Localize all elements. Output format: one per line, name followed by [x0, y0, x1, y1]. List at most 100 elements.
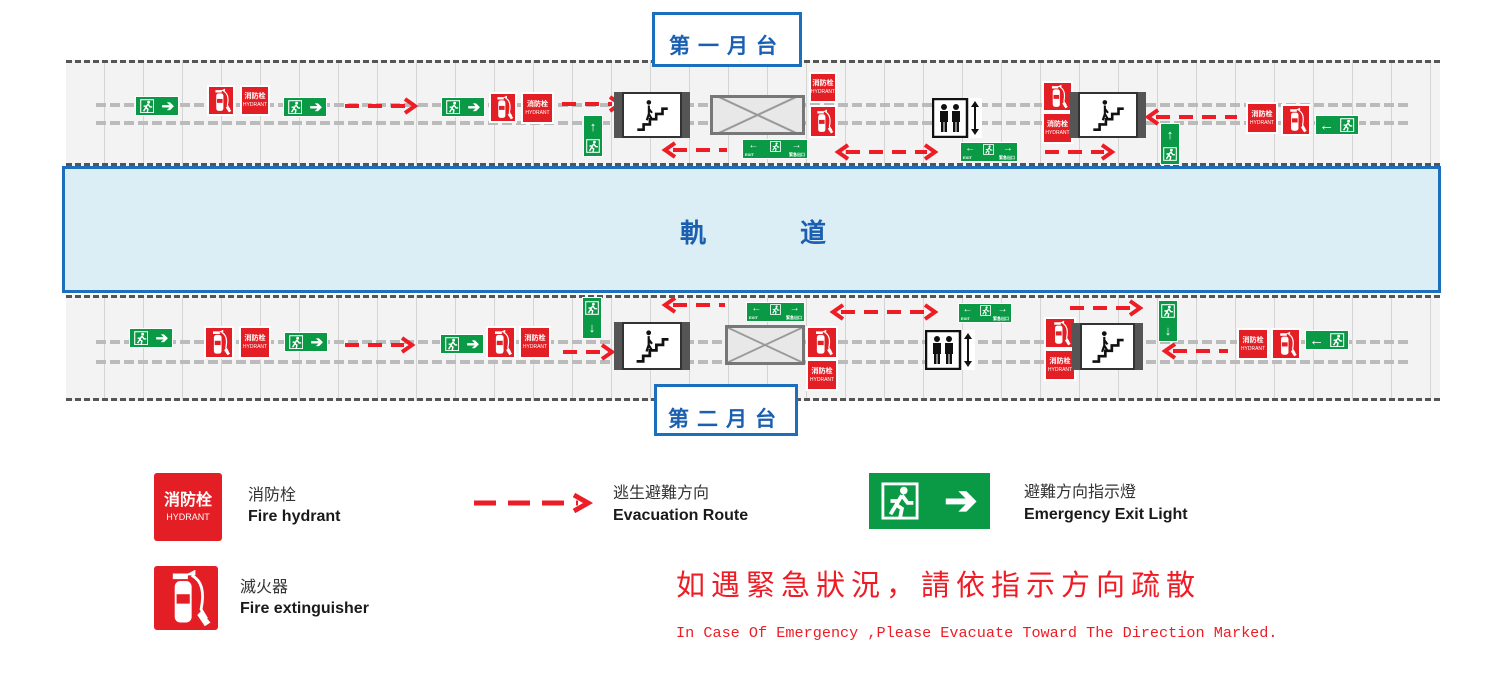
fire-extinguisher-icon: [1271, 328, 1301, 360]
exit-sign-up-icon: ↑: [1160, 123, 1180, 165]
elevator-icon: [925, 330, 975, 370]
evacuation-route-arrow: [661, 141, 727, 159]
hydrant-zh: 消防栓: [244, 93, 266, 100]
hydrant-en: HYDRANT: [242, 102, 268, 108]
exit-text: EXIT: [963, 155, 972, 160]
stairs-icon: [1078, 92, 1138, 138]
hydrant-en: HYDRANT: [522, 344, 548, 350]
stairs-icon: [1080, 323, 1135, 370]
running-man-icon: [881, 482, 919, 520]
exit-text-zh: 緊急出口: [789, 152, 805, 157]
exit-text-zh: 緊急出口: [993, 316, 1009, 321]
stairs-icon: [622, 92, 682, 138]
legend-exit-light-zh: 避難方向指示燈: [1024, 482, 1137, 501]
fire-extinguisher-icon: [1044, 317, 1076, 349]
hydrant-zh: 消防栓: [1049, 357, 1071, 365]
escalator-icon: [710, 95, 805, 135]
fire-hydrant-icon: 消防栓 HYDRANT: [240, 85, 270, 116]
platform-1-label: 第一月台: [652, 12, 802, 67]
legend-extinguisher-icon: [154, 566, 218, 630]
exit-text-zh: 緊急出口: [999, 155, 1015, 160]
notice-chinese: 如遇緊急狀況，請依指示方向疏散: [676, 568, 1202, 602]
legend-hydrant-icon-zh: 消防栓: [163, 492, 212, 509]
notice-english: In Case Of Emergency ,Please Evacuate To…: [676, 624, 1278, 642]
legend-hydrant-en: Fire hydrant: [248, 508, 341, 525]
hydrant-zh: 消防栓: [812, 80, 834, 87]
escalator-icon: [725, 325, 805, 365]
legend-exit-light-icon: ➔: [869, 473, 990, 529]
hydrant-zh: 消防栓: [524, 335, 546, 342]
evacuation-route-arrow: [1144, 108, 1237, 126]
stairs-icon: [622, 322, 682, 370]
legend-route-en: Evacuation Route: [613, 507, 749, 524]
track-label-1: 軌: [680, 219, 707, 249]
hydrant-en: HYDRANT: [242, 344, 268, 350]
exit-sign-right-icon: ➔: [135, 96, 179, 116]
arrow-right-icon: ➔: [944, 479, 978, 523]
fire-hydrant-icon: 消防栓 HYDRANT: [239, 326, 271, 359]
evacuation-route-arrow: [1161, 342, 1228, 360]
exit-sign-right-icon: ➔: [129, 328, 173, 348]
fire-extinguisher-icon: [1281, 104, 1311, 136]
evacuation-route-arrow: [562, 95, 624, 113]
evacuation-route-arrow: [563, 343, 616, 361]
legend-extinguisher-zh: 滅火器: [240, 577, 289, 596]
platform-2-label: 第二月台: [654, 384, 798, 436]
evacuation-route-arrow: [345, 97, 419, 115]
legend-hydrant-icon: 消防栓 HYDRANT: [154, 473, 222, 541]
hydrant-en: HYDRANT: [809, 376, 835, 383]
evacuation-route-arrow: [345, 336, 416, 354]
fire-extinguisher-icon: [806, 326, 838, 359]
fire-extinguisher-icon: [1042, 81, 1073, 112]
fire-extinguisher-icon: [204, 326, 234, 359]
legend-hydrant-icon-en: HYDRANT: [166, 512, 210, 522]
hydrant-zh: 消防栓: [811, 367, 833, 375]
exit-sign-left-icon: ←: [1305, 330, 1349, 350]
legend-exit-light-en: Emergency Exit Light: [1024, 506, 1188, 523]
exit-sign-left-icon: ←: [1315, 115, 1359, 135]
legend-hydrant-zh: 消防栓: [248, 485, 297, 504]
legend-extinguisher-en: Fire extinguisher: [240, 600, 369, 617]
exit-sign-up-icon: ↑: [583, 115, 603, 157]
exit-text: EXIT: [961, 316, 970, 321]
evacuation-route-arrow: [1045, 143, 1116, 161]
hydrant-zh: 消防栓: [1242, 336, 1264, 344]
hydrant-en: HYDRANT: [1045, 129, 1070, 136]
hydrant-en: HYDRANT: [1249, 119, 1275, 126]
track-area: 軌 道: [62, 166, 1441, 293]
hydrant-en: HYDRANT: [1047, 366, 1073, 373]
hydrant-en: HYDRANT: [525, 109, 550, 116]
hydrant-en: HYDRANT: [1240, 345, 1266, 352]
hydrant-zh: 消防栓: [244, 335, 266, 342]
evacuation-route-arrow: [834, 143, 939, 161]
track-label-2: 道: [800, 219, 827, 249]
exit-sign-down-icon: ↓: [582, 297, 602, 339]
exit-text: EXIT: [749, 315, 758, 320]
evacuation-route-arrow: [829, 303, 939, 321]
fire-extinguisher-icon: [486, 326, 516, 359]
evacuation-route-arrow: [1070, 299, 1144, 317]
exit-sign-right-icon: ➔: [283, 97, 327, 117]
exit-text-zh: 緊急出口: [786, 315, 802, 320]
fire-extinguisher-icon: [809, 105, 837, 138]
fire-hydrant-icon: 消防栓 HYDRANT: [519, 326, 551, 359]
fire-extinguisher-icon: [207, 85, 235, 116]
hydrant-zh: 消防栓: [1251, 110, 1273, 118]
legend-route-arrow: [474, 492, 594, 514]
exit-text: EXIT: [745, 152, 754, 157]
exit-sign-right-icon: ➔: [440, 334, 484, 354]
exit-sign-right-icon: ➔: [284, 332, 328, 352]
elevator-icon: [932, 98, 982, 138]
fire-extinguisher-icon: [489, 92, 517, 123]
